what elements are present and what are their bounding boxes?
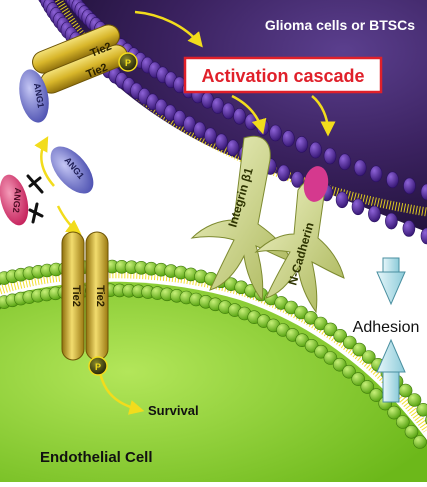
tie2-bottom-label-2: Tie2	[94, 285, 106, 307]
glioma-label: Glioma cells or BTSCs	[265, 17, 415, 33]
membrane-bead	[417, 403, 427, 416]
membrane-bead	[354, 160, 366, 176]
membrane-bead	[339, 154, 351, 170]
membrane-bead	[368, 206, 380, 222]
ang1-free: ANG1	[43, 139, 102, 201]
tie2-bottom-label-1: Tie2	[70, 285, 82, 307]
membrane-bead	[310, 142, 322, 158]
membrane-bead	[336, 192, 348, 208]
activation-cascade-box: Activation cascade	[185, 58, 381, 92]
adhesion-label: Adhesion	[353, 319, 420, 336]
phospho-top-label: P	[125, 58, 131, 68]
activation-label: Activation cascade	[201, 66, 364, 86]
membrane-bead	[212, 98, 224, 114]
membrane-bead	[405, 425, 418, 438]
membrane-bead	[270, 125, 282, 141]
membrane-bead	[216, 134, 228, 150]
arrow-ang1-to-tie2-bottom	[58, 206, 78, 232]
endothelial-label: Endothelial Cell	[40, 449, 153, 466]
adhesion-arrow-down	[377, 258, 405, 304]
inhibition-bar-2	[33, 204, 37, 222]
membrane-bead	[234, 108, 246, 124]
membrane-bead	[370, 166, 382, 182]
membrane-bead	[387, 172, 399, 188]
membrane-bead	[296, 136, 308, 152]
membrane-bead	[222, 103, 234, 119]
inhibition-symbols	[28, 176, 42, 222]
membrane-bead	[324, 148, 336, 164]
membrane-bead	[278, 165, 290, 181]
membrane-bead	[227, 140, 239, 156]
ang2: ANG2	[0, 172, 33, 229]
phospho-top: P	[119, 53, 137, 71]
membrane-bead	[194, 122, 206, 138]
membrane-bead	[421, 228, 427, 244]
membrane-bead	[403, 221, 415, 237]
survival-label: Survival	[148, 403, 199, 418]
membrane-bead	[385, 213, 397, 229]
phospho-bottom: P	[89, 357, 107, 375]
membrane-bead	[404, 178, 416, 194]
membrane-bead	[204, 128, 216, 144]
phospho-bottom-label: P	[95, 362, 101, 372]
membrane-bead	[282, 131, 294, 147]
membrane-bead	[352, 199, 364, 215]
membrane-bead	[414, 436, 427, 449]
